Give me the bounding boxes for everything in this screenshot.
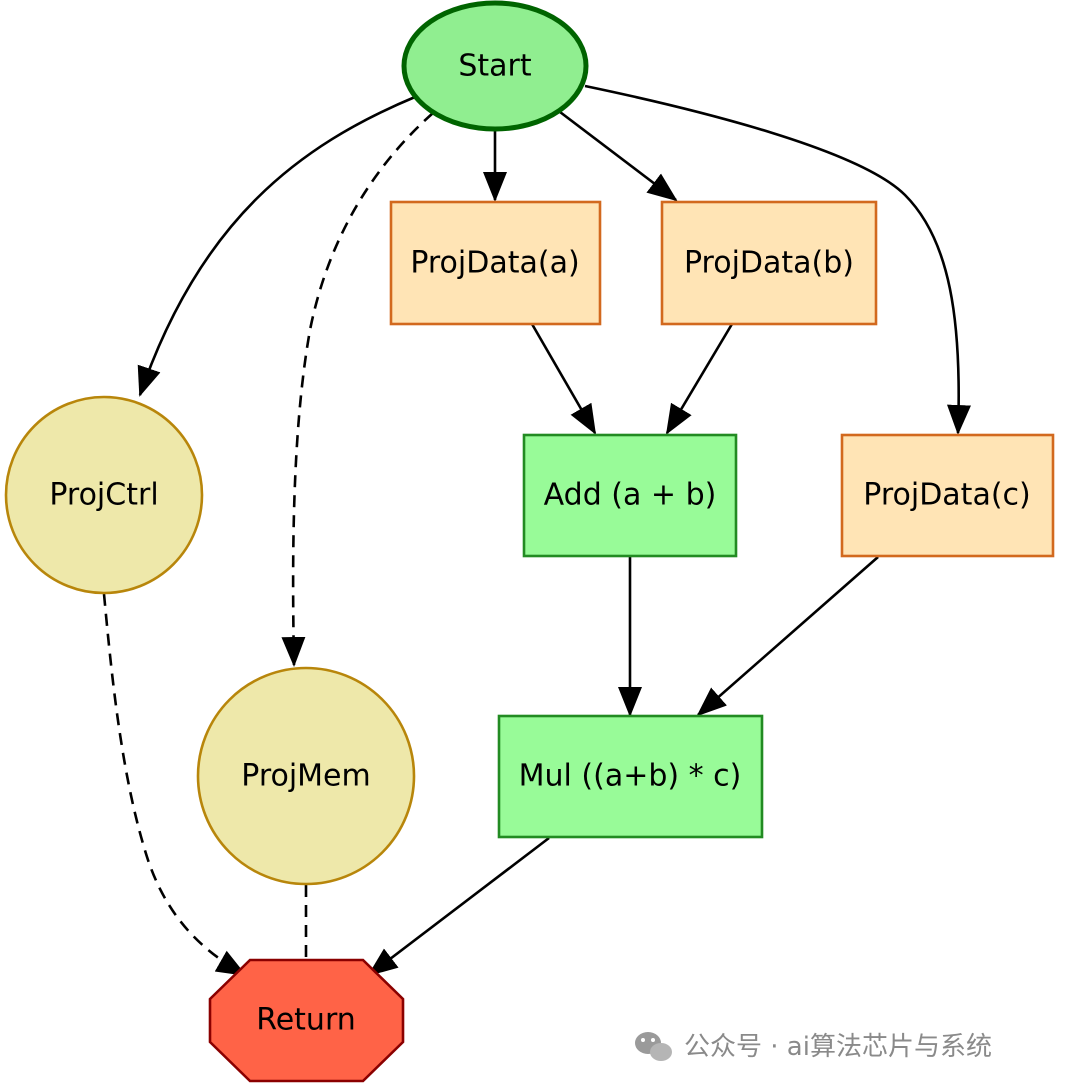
node-add: Add (a + b) xyxy=(522,433,738,558)
node-projdata-c-label: ProjData(c) xyxy=(863,478,1030,513)
node-projdata-b: ProjData(b) xyxy=(660,200,878,326)
wechat-icon xyxy=(635,1032,672,1061)
node-return: Return xyxy=(208,958,405,1083)
node-mul: Mul ((a+b) * c) xyxy=(497,714,764,839)
node-projdata-c-shape xyxy=(840,433,1055,558)
edge-start-to-projdata-b xyxy=(559,110,678,202)
node-start: Start xyxy=(401,0,589,132)
node-mul-shape xyxy=(497,714,764,839)
node-projmem-shape xyxy=(196,666,416,886)
node-projctrl-shape xyxy=(4,395,204,595)
node-projdata-a-shape xyxy=(389,200,602,326)
node-start-label: Start xyxy=(458,49,532,84)
node-add-label: Add (a + b) xyxy=(544,478,717,513)
edge-projdata-a-to-add xyxy=(530,323,597,435)
node-projctrl-label: ProjCtrl xyxy=(49,478,158,513)
watermark: 公众号 · ai算法芯片与系统 xyxy=(635,1032,992,1062)
edge-start-to-projdata-c xyxy=(584,84,971,435)
node-return-shape xyxy=(208,958,405,1083)
node-start-shape xyxy=(401,0,589,132)
edge-start-to-projmem xyxy=(281,112,434,667)
node-projdata-a: ProjData(a) xyxy=(389,200,602,326)
node-projdata-b-shape xyxy=(660,200,878,326)
watermark-text: 公众号 · ai算法芯片与系统 xyxy=(684,1032,992,1062)
node-projdata-b-label: ProjData(b) xyxy=(684,246,854,281)
node-projctrl: ProjCtrl xyxy=(4,395,204,595)
node-mul-label: Mul ((a+b) * c) xyxy=(519,759,742,794)
edge-start-to-projctrl xyxy=(137,95,416,397)
node-projdata-a-label: ProjData(a) xyxy=(410,246,579,281)
edge-mul-to-return xyxy=(367,836,550,977)
edge-projdata-c-to-mul xyxy=(696,556,879,717)
edges xyxy=(102,84,971,977)
edge-projdata-b-to-add xyxy=(665,323,734,435)
node-projdata-c: ProjData(c) xyxy=(840,433,1055,558)
node-return-label: Return xyxy=(256,1003,356,1038)
node-add-shape xyxy=(522,433,738,558)
node-projmem: ProjMem xyxy=(196,666,416,886)
node-projmem-label: ProjMem xyxy=(241,759,371,794)
